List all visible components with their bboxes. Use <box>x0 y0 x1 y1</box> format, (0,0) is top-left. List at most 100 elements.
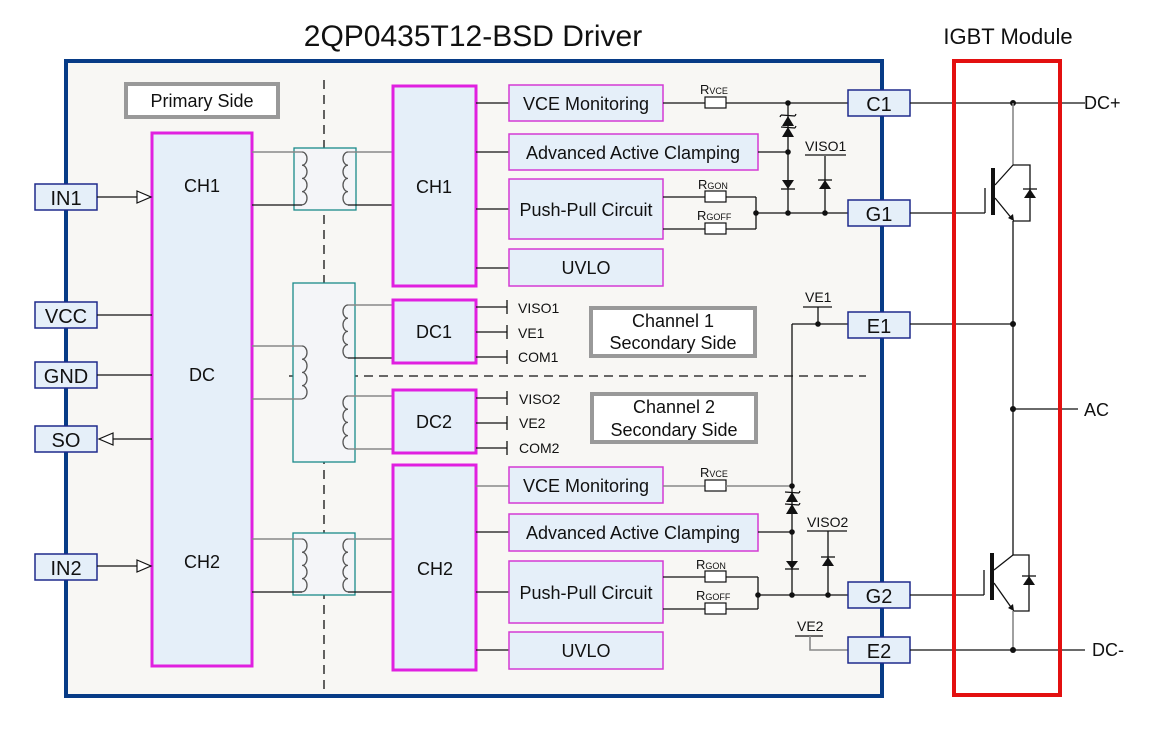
dc1-output-viso1: VISO1 <box>518 300 559 316</box>
igbt-module-outline <box>952 59 1062 697</box>
resistor-icon <box>704 190 727 203</box>
ch1-uvlo-block <box>508 248 664 287</box>
svg-text:RGOFF: RGOFF <box>696 588 731 603</box>
pin-vcc[interactable]: VCC <box>34 301 98 329</box>
pin-in1[interactable]: IN1 <box>34 183 98 211</box>
igbt-lower-icon <box>910 553 1036 612</box>
zener-diode-icon <box>786 492 798 502</box>
freewheel-diode-icon <box>1024 189 1036 198</box>
primary-side-label-box: Primary Side <box>124 82 280 119</box>
pin-e2-label: E2 <box>867 641 891 663</box>
dc2-block <box>391 388 478 455</box>
dc2-output-viso2: VISO2 <box>519 391 560 407</box>
primary-ch1-label: CH1 <box>184 176 220 196</box>
zener-diode-icon <box>782 127 794 137</box>
diode-icon <box>822 557 834 566</box>
transformer-ch1 <box>252 147 392 211</box>
coil-icon <box>342 151 349 206</box>
primary-side-label: Primary Side <box>150 91 253 111</box>
ch1-uvlo-label: UVLO <box>561 258 610 278</box>
ch2-push-pull-block <box>508 560 664 624</box>
channel2-secondary-line1: Channel 2 <box>633 397 715 417</box>
resistor-icon <box>704 479 727 492</box>
pin-in2[interactable]: IN2 <box>34 553 98 581</box>
pin-c1-label: C1 <box>866 94 892 116</box>
pin-in1-label: IN1 <box>50 188 81 210</box>
svg-text:RGON: RGON <box>696 557 726 572</box>
ch1-active-clamping-label: Advanced Active Clamping <box>526 143 740 163</box>
dc2-label: DC2 <box>416 412 452 432</box>
igbt-module <box>910 59 1085 697</box>
dc1-output-ve1: VE1 <box>518 325 545 341</box>
pin-gnd-label: GND <box>44 366 88 388</box>
input-arrow-icon <box>136 559 153 573</box>
zener-diode-icon <box>786 504 798 514</box>
net-label-ve2: VE2 <box>797 618 824 634</box>
pin-g1-label: G1 <box>866 204 893 226</box>
transformer-ch2 <box>252 532 392 596</box>
dc1-label: DC1 <box>416 322 452 342</box>
dc1-output-com1: COM1 <box>518 349 559 365</box>
coil-icon <box>301 151 308 206</box>
diode-icon <box>819 180 831 189</box>
pin-g2-label: G2 <box>866 586 893 608</box>
svg-text:RVCE: RVCE <box>700 465 728 480</box>
ch1-push-pull-label: Push-Pull Circuit <box>519 200 652 220</box>
pin-vcc-label: VCC <box>45 306 87 328</box>
coil-icon <box>342 395 349 450</box>
dc2-output-ve2: VE2 <box>519 415 546 431</box>
dc2-output-com2: COM2 <box>519 440 560 456</box>
diagram-title: 2QP0435T12-BSD Driver <box>304 20 642 53</box>
coil-icon <box>301 345 308 400</box>
pin-in2-label: IN2 <box>50 558 81 580</box>
pin-so-label: SO <box>52 430 81 452</box>
coil-icon <box>342 304 349 359</box>
ve2-net: VE2 <box>795 618 848 651</box>
resistor-icon <box>704 96 727 109</box>
resistor-icon <box>704 222 727 235</box>
diode-icon <box>786 561 798 569</box>
freewheel-diode-icon <box>1023 576 1035 585</box>
secondary-ch2-label: CH2 <box>417 559 453 579</box>
channel1-secondary-label-box: Channel 1 Secondary Side <box>589 306 757 358</box>
channel1-secondary-line2: Secondary Side <box>609 333 736 353</box>
primary-ch2-label: CH2 <box>184 552 220 572</box>
secondary-ch1-block <box>391 84 478 288</box>
ch1-gate-circuit: RVCE RGON RGOFF VISO1 <box>663 82 848 235</box>
igbt-upper-icon <box>910 164 1037 222</box>
coil-icon <box>301 538 308 593</box>
ch2-push-pull-label: Push-Pull Circuit <box>519 583 652 603</box>
pin-c1[interactable]: C1 <box>847 89 911 117</box>
pin-so[interactable]: SO <box>34 425 98 453</box>
secondary-ch2-block <box>391 463 478 672</box>
channel2-secondary-label-box: Channel 2 Secondary Side <box>590 392 758 444</box>
net-label-ve1: VE1 <box>805 289 832 305</box>
ch1-active-clamping-block <box>508 133 759 171</box>
pin-e2[interactable]: E2 <box>847 636 911 664</box>
pin-gnd[interactable]: GND <box>34 361 98 389</box>
pin-e1[interactable]: E1 <box>847 311 911 339</box>
secondary-ch1-label: CH1 <box>416 177 452 197</box>
terminal-ac: AC <box>1084 400 1109 420</box>
channel2-secondary-line2: Secondary Side <box>610 420 737 440</box>
zener-diode-icon <box>782 116 794 126</box>
pin-g1[interactable]: G1 <box>847 199 911 227</box>
transformer-dc <box>252 282 392 463</box>
ve1-net: VE1 <box>791 289 848 486</box>
ch1-push-pull-block <box>508 178 664 240</box>
ch2-vce-monitoring-label: VCE Monitoring <box>523 476 649 496</box>
dc1-block <box>391 298 478 365</box>
svg-text:RVCE: RVCE <box>700 82 728 97</box>
resistor-icon <box>704 602 727 615</box>
pin-g2[interactable]: G2 <box>847 581 911 609</box>
primary-block <box>150 131 254 668</box>
igbt-module-title: IGBT Module <box>943 24 1072 49</box>
net-label-viso2: VISO2 <box>807 514 848 530</box>
svg-text:RGOFF: RGOFF <box>697 208 732 223</box>
terminal-dc-minus: DC- <box>1092 640 1124 660</box>
ch2-uvlo-label: UVLO <box>561 641 610 661</box>
terminal-dc-plus: DC+ <box>1084 93 1121 113</box>
ch2-active-clamping-label: Advanced Active Clamping <box>526 523 740 543</box>
primary-dc-label: DC <box>189 365 215 385</box>
